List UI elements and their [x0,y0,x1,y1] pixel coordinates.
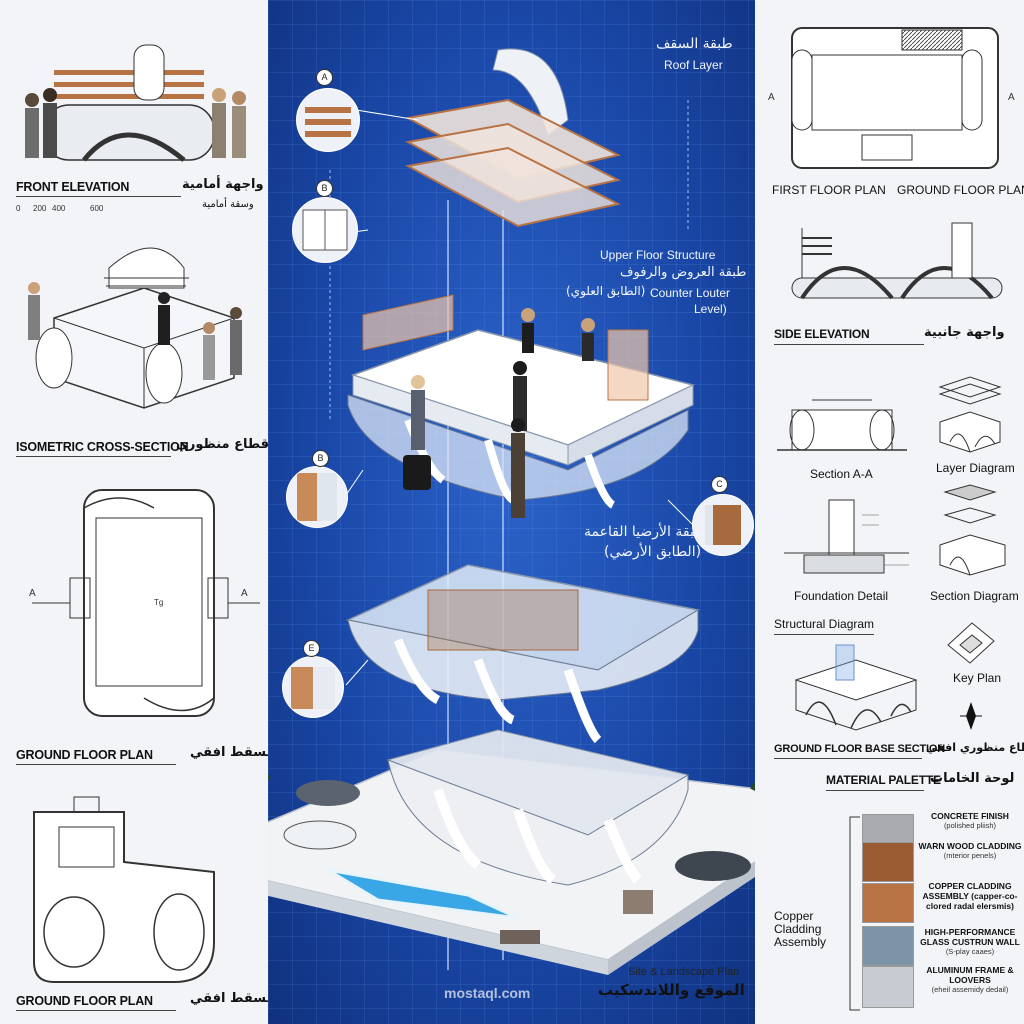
front-elevation-drawing [25,44,246,162]
material-name: HIGH-PERFORMANCE GLASS CUSTRUN WALL [920,927,1020,947]
copper-callout: Copper Cladding Assembly [774,909,827,950]
scale-600: 600 [90,204,104,213]
material-sub: (polished pliish) [943,820,997,830]
isometric-section-drawing [28,247,242,409]
section-aa-drawing [777,399,907,451]
isometric-label-ar: قطاع منظوري [176,437,270,452]
base-section-rule [774,758,922,759]
upper-floor-level-ar: (الطابق العلوي) [566,284,646,298]
material-swatch-1 [862,842,914,882]
layer-diagram-label: Layer Diagram [936,461,1015,475]
plan-tag: Tg [154,598,164,607]
ground-floor-plan-rule-2 [16,1010,176,1011]
material-label-3: HIGH-PERFORMANCE GLASS CUSTRUN WALL(S-pl… [918,927,1022,956]
isometric-label: ISOMETRIC CROSS-SECTION [16,440,189,454]
material-label-4: ALUMINUM FRAME & LOOVERS(eheil assemidy … [918,965,1022,994]
detail-circle-c [692,494,754,556]
ground-floor-plan-label-2: GROUND FLOOR PLAN [16,994,153,1008]
ground-layer-level-ar: (الطابق الأرضي) [604,544,702,560]
plan-marker-left: A [29,588,36,599]
side-elevation-drawing [791,222,1003,300]
ground-floor-plan-label-1: GROUND FLOOR PLAN [16,748,153,762]
ground-floor-plan-rule-1 [16,764,176,765]
section-diagram-label: Section Diagram [930,589,1019,603]
front-elevation-rule [16,196,181,197]
material-sub: (S-play caaes) [945,946,995,956]
front-elevation-sub-ar: وسقة أمامية [202,199,254,210]
foundation-detail-label: Foundation Detail [794,589,889,603]
material-palette-title-ar: لوحة الخامات [930,771,1015,786]
upper-floor-label-ar: طبقة العروض والرفوف [620,265,747,280]
floor-plans-drawing [791,27,999,169]
side-elevation-label-ar: واجهة جانبية [924,325,1005,340]
detail-circle-e [282,656,344,718]
material-label-2: COPPER CLADDING ASSEMBLY (capper-co-clor… [918,881,1022,911]
material-swatch-3 [862,926,914,966]
material-name: COPPER CLADDING ASSEMBLY (capper-co-clor… [922,881,1018,911]
ground-floor-plan-label-1-ar: مسقط افقي [190,745,275,760]
base-section-label-ar: قطاع منظوري افقي [926,741,1024,754]
upper-floor-counter: Counter Louter [650,286,731,300]
material-sub: (eheil assemidy dedail) [931,984,1009,994]
key-plan-label: Key Plan [953,671,1002,685]
material-palette-rule [826,790,924,791]
detail-tag-e: E [303,640,320,657]
material-swatch-2 [862,883,914,923]
structural-diagram-drawing [794,644,918,731]
base-section-label: GROUND FLOOR BASE SECTION [774,743,946,755]
floor-plans-marker-right: A [1008,92,1015,103]
key-plan-drawing [947,622,995,664]
plan-marker-right: A [241,588,248,599]
structural-rule [774,634,874,635]
isometric-rule [16,456,171,457]
scale-0: 0 [16,204,21,213]
side-elevation-label: SIDE ELEVATION [774,327,870,341]
detail-tag-c: C [711,476,728,493]
material-sub: (mterior penels) [943,850,997,860]
ground-floor-plan-drawing-2 [33,796,215,983]
ground-floor-plan-drawing-1 [32,489,260,717]
section-diagram-drawing [939,484,1006,576]
material-label-1: WARN WOOD CLADDING(mterior penels) [918,841,1022,860]
floor-plans-marker-left: A [768,92,775,103]
foundation-detail-drawing [784,499,909,574]
material-name: CONCRETE FINISH [931,811,1009,821]
structural-diagram-label: Structural Diagram [774,617,875,631]
side-elevation-rule [774,344,924,345]
detail-circle-a [296,88,360,152]
layer-diagram-drawing [938,376,1002,453]
site-plan-label-ar: الموقع واللاندسكيب [598,981,745,999]
detail-tag-b-lower: B [312,450,329,467]
ground-floor-plan-label-2-ar: مسقط افقي [190,991,275,1006]
detail-tag-b-upper: B [316,180,333,197]
first-floor-plan-label: FIRST FLOOR PLAN [772,183,886,197]
site-plan-label: Site & Landscape Plan [628,966,740,978]
north-arrow-icon [960,702,982,730]
front-elevation-label-ar: واجهة أمامية [182,177,264,192]
upper-floor-level: Level) [694,302,727,316]
roof-layer-label: Roof Layer [664,58,723,72]
detail-circle-b-upper [292,197,358,263]
front-elevation-label: FRONT ELEVATION [16,180,130,194]
detail-circle-b-lower [286,466,348,528]
callout-bracket [849,816,860,1011]
ground-floor-plan-label-right: GROUND FLOOR PLAN [897,183,1024,197]
exploded-building-drawing [268,48,755,975]
material-palette-title: MATERIAL PALETTE [826,773,941,787]
detail-tag-a: A [316,69,333,86]
watermark: mostaql.com [444,985,531,1001]
ground-layer-label-ar: طبقة الأرضيا القاعمة [584,524,706,540]
roof-layer-label-ar: طبقة السقف [656,36,733,52]
scale-400: 400 [52,204,66,213]
material-swatch-4 [862,966,914,1008]
material-name: ALUMINUM FRAME & LOOVERS [926,965,1014,985]
upper-floor-label: Upper Floor Structure [600,248,716,262]
scale-200: 200 [33,204,47,213]
material-label-0: CONCRETE FINISH(polished pliish) [918,811,1022,830]
section-aa-label: Section A-A [810,467,873,481]
material-name: WARN WOOD CLADDING [918,841,1022,851]
